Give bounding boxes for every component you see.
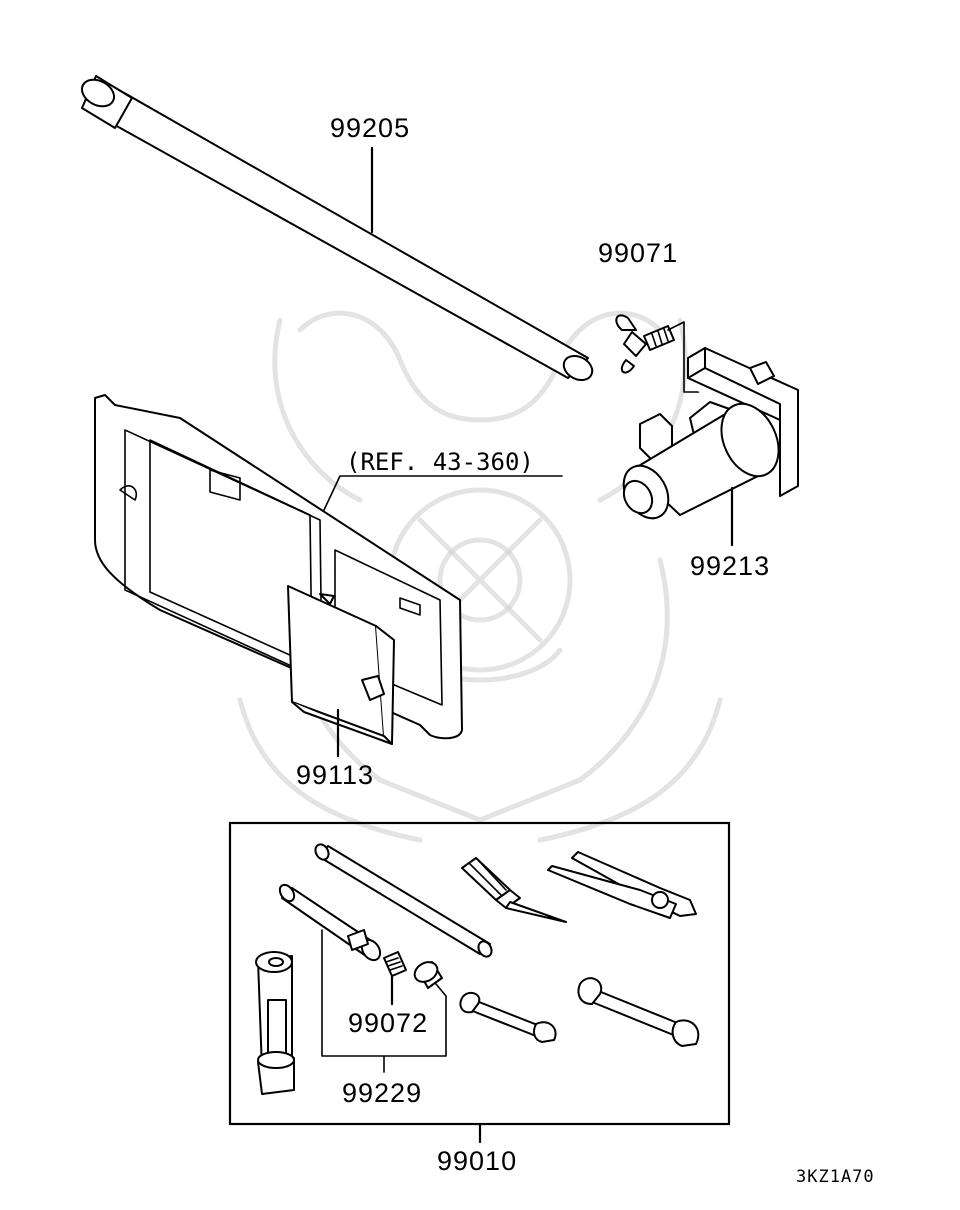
extension-bar (314, 843, 493, 958)
leader-ref (323, 475, 563, 511)
screwdriver (461, 857, 567, 923)
cap-99229 (413, 961, 443, 989)
box-wrench (255, 951, 295, 1095)
callout-99072: 99072 (348, 1008, 428, 1038)
callout-99010: 99010 (437, 1146, 517, 1176)
pliers (547, 851, 697, 919)
callout-99205: 99205 (330, 113, 410, 143)
wing-bolt-99071 (615, 314, 675, 374)
drawing-code: 3KZ1A70 (796, 1167, 875, 1187)
handle-bar-99205 (80, 75, 594, 381)
callout-99071: 99071 (598, 238, 678, 268)
callout-99229: 99229 (342, 1078, 422, 1108)
callout-ref-43-360: (REF. 43-360) (346, 448, 534, 476)
callout-99213: 99213 (690, 551, 770, 581)
open-wrench-small (459, 991, 557, 1043)
spring-99072 (383, 951, 407, 977)
callout-99113: 99113 (296, 760, 374, 790)
open-wrench-large (577, 977, 700, 1047)
tailgate-panel (94, 394, 463, 740)
bracket-99229 (321, 929, 447, 1057)
tool-box-cover-99113 (287, 585, 395, 745)
jack-99213 (622, 347, 799, 520)
handle-pipe-99229 (278, 883, 382, 962)
